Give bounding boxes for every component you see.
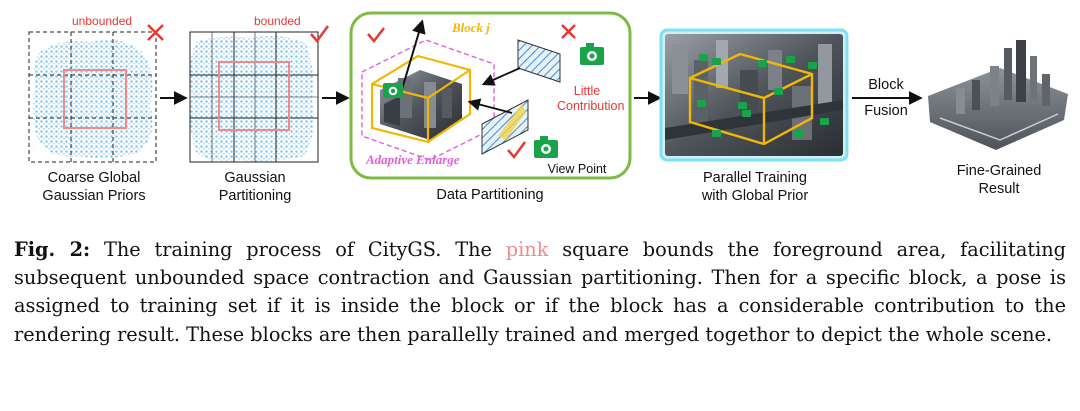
panel2-point-cloud xyxy=(189,31,319,163)
panel3-little-line2: Contribution xyxy=(557,99,625,113)
caption-pink-word: pink xyxy=(505,238,549,261)
panel3-plane-far xyxy=(517,39,561,83)
panel3-plane-near xyxy=(481,99,529,155)
panel5-label: Fine-Grained Result xyxy=(924,162,1074,198)
panel2-label-line2: Partitioning xyxy=(218,188,292,204)
panel1-tag-unbounded: unbounded xyxy=(72,14,133,28)
figure-caption: Fig. 2: The training process of CityGS. … xyxy=(14,236,1066,349)
panel1-cross-mark xyxy=(147,24,164,41)
panel3-ray-near xyxy=(467,98,513,114)
panel2-label: Gaussian Partitioning xyxy=(180,169,330,205)
panel3-camera-inside xyxy=(383,83,403,98)
panel3-label: Data Partitioning xyxy=(436,187,544,203)
panel4-label-line2: with Global Prior xyxy=(701,188,809,204)
panel3-ray-far xyxy=(481,67,521,86)
panel3-check-top xyxy=(367,27,385,43)
panel5-label-line2: Result xyxy=(978,181,1020,197)
panel2-check-mark xyxy=(310,25,330,44)
panel2-pink-bound xyxy=(218,61,290,131)
panel1-label-line1: Coarse Global xyxy=(47,170,141,186)
panel3-little-contribution: Little Contribution xyxy=(557,84,625,114)
panel4-label: Parallel Training with Global Prior xyxy=(680,169,830,205)
panel3-block-label: Block j xyxy=(452,20,490,35)
caption-fig-label: Fig. 2: xyxy=(14,238,91,261)
panel3-little-line1: Little xyxy=(573,84,601,98)
fusion-label-line1: Block xyxy=(868,77,904,93)
panel3-viewpoint-label: View Point xyxy=(547,162,607,176)
panel3-camera-ray xyxy=(399,19,426,97)
panel3-camera-near xyxy=(534,136,558,158)
fusion-label-line2: Fusion xyxy=(864,103,908,119)
panel4-cameras xyxy=(697,54,829,137)
panel4-block-box xyxy=(688,52,814,146)
caption-text-before: The training process of CityGS. The xyxy=(90,238,506,261)
panel5-label-line1: Fine-Grained xyxy=(956,163,1042,179)
panel1-label: Coarse Global Gaussian Priors xyxy=(14,169,174,205)
panel3-camera-far xyxy=(580,43,604,65)
panel2-tag-bounded: bounded xyxy=(254,14,301,28)
panel4-label-line1: Parallel Training xyxy=(703,170,807,186)
panel1-label-line2: Gaussian Priors xyxy=(42,188,146,204)
panel5-city-result xyxy=(928,40,1068,150)
panel3-enlarge-label: Adaptive Enlarge xyxy=(366,152,460,167)
caption-text-after: square bounds the foreground area, facil… xyxy=(14,238,1066,346)
panel1-point-cloud xyxy=(28,31,157,163)
panel3-check-near xyxy=(507,141,527,160)
panel1-pink-bound xyxy=(63,69,127,129)
panel1-grid-outer xyxy=(28,31,157,163)
panel3-cross-mark xyxy=(561,24,576,39)
panel2-label-line1: Gaussian xyxy=(224,170,286,186)
